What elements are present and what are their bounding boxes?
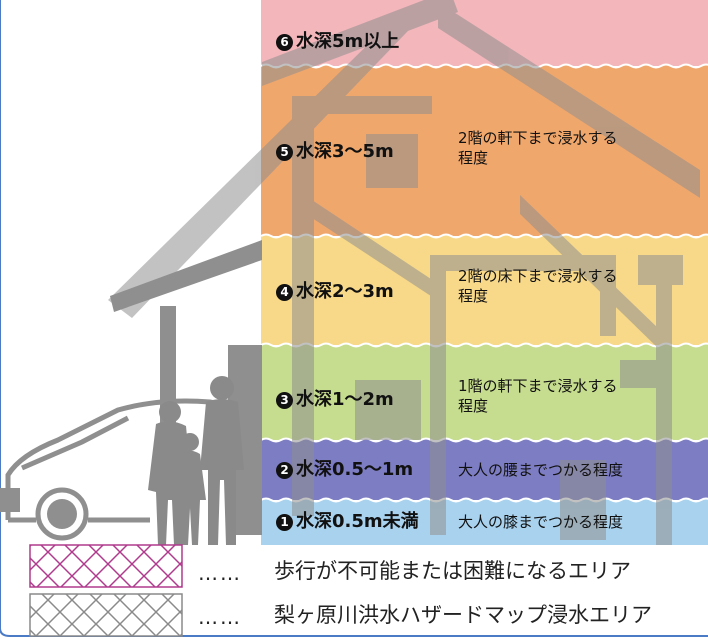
- water-wave-line: [260, 63, 708, 69]
- level-1-description: 大人の膝までつかる程度: [458, 513, 624, 531]
- legend-walking-label: 歩行が不可能または困難になるエリア: [274, 559, 631, 583]
- water-wave-line: [260, 497, 708, 503]
- people-silhouette: [148, 376, 244, 545]
- level-1-number: 1: [276, 514, 293, 531]
- level-6-number: 6: [276, 34, 293, 51]
- level-4-description: 2階の床下まで浸水する程度: [458, 267, 618, 305]
- level-5-number: 5: [276, 144, 293, 161]
- water-wave-line: [260, 233, 708, 239]
- level-2-number: 2: [276, 462, 293, 479]
- legend-hazard-dots: ……: [198, 605, 242, 629]
- water-wave-line: [260, 342, 708, 348]
- legend-walking-dots: ……: [198, 561, 242, 585]
- level-3-description: 1階の軒下まで浸水する程度: [458, 377, 618, 415]
- level-2-description: 大人の腰までつかる程度: [458, 461, 624, 479]
- house-silhouette: [108, 0, 700, 545]
- water-wave-line: [260, 437, 708, 443]
- level-5-description: 2階の軒下まで浸水する程度: [458, 129, 618, 167]
- legend-hazard-label: 梨ヶ原川洪水ハザードマップ浸水エリア: [274, 603, 652, 627]
- level-3-number: 3: [276, 392, 293, 409]
- level-4-number: 4: [276, 284, 293, 301]
- car-silhouette: [5, 398, 241, 541]
